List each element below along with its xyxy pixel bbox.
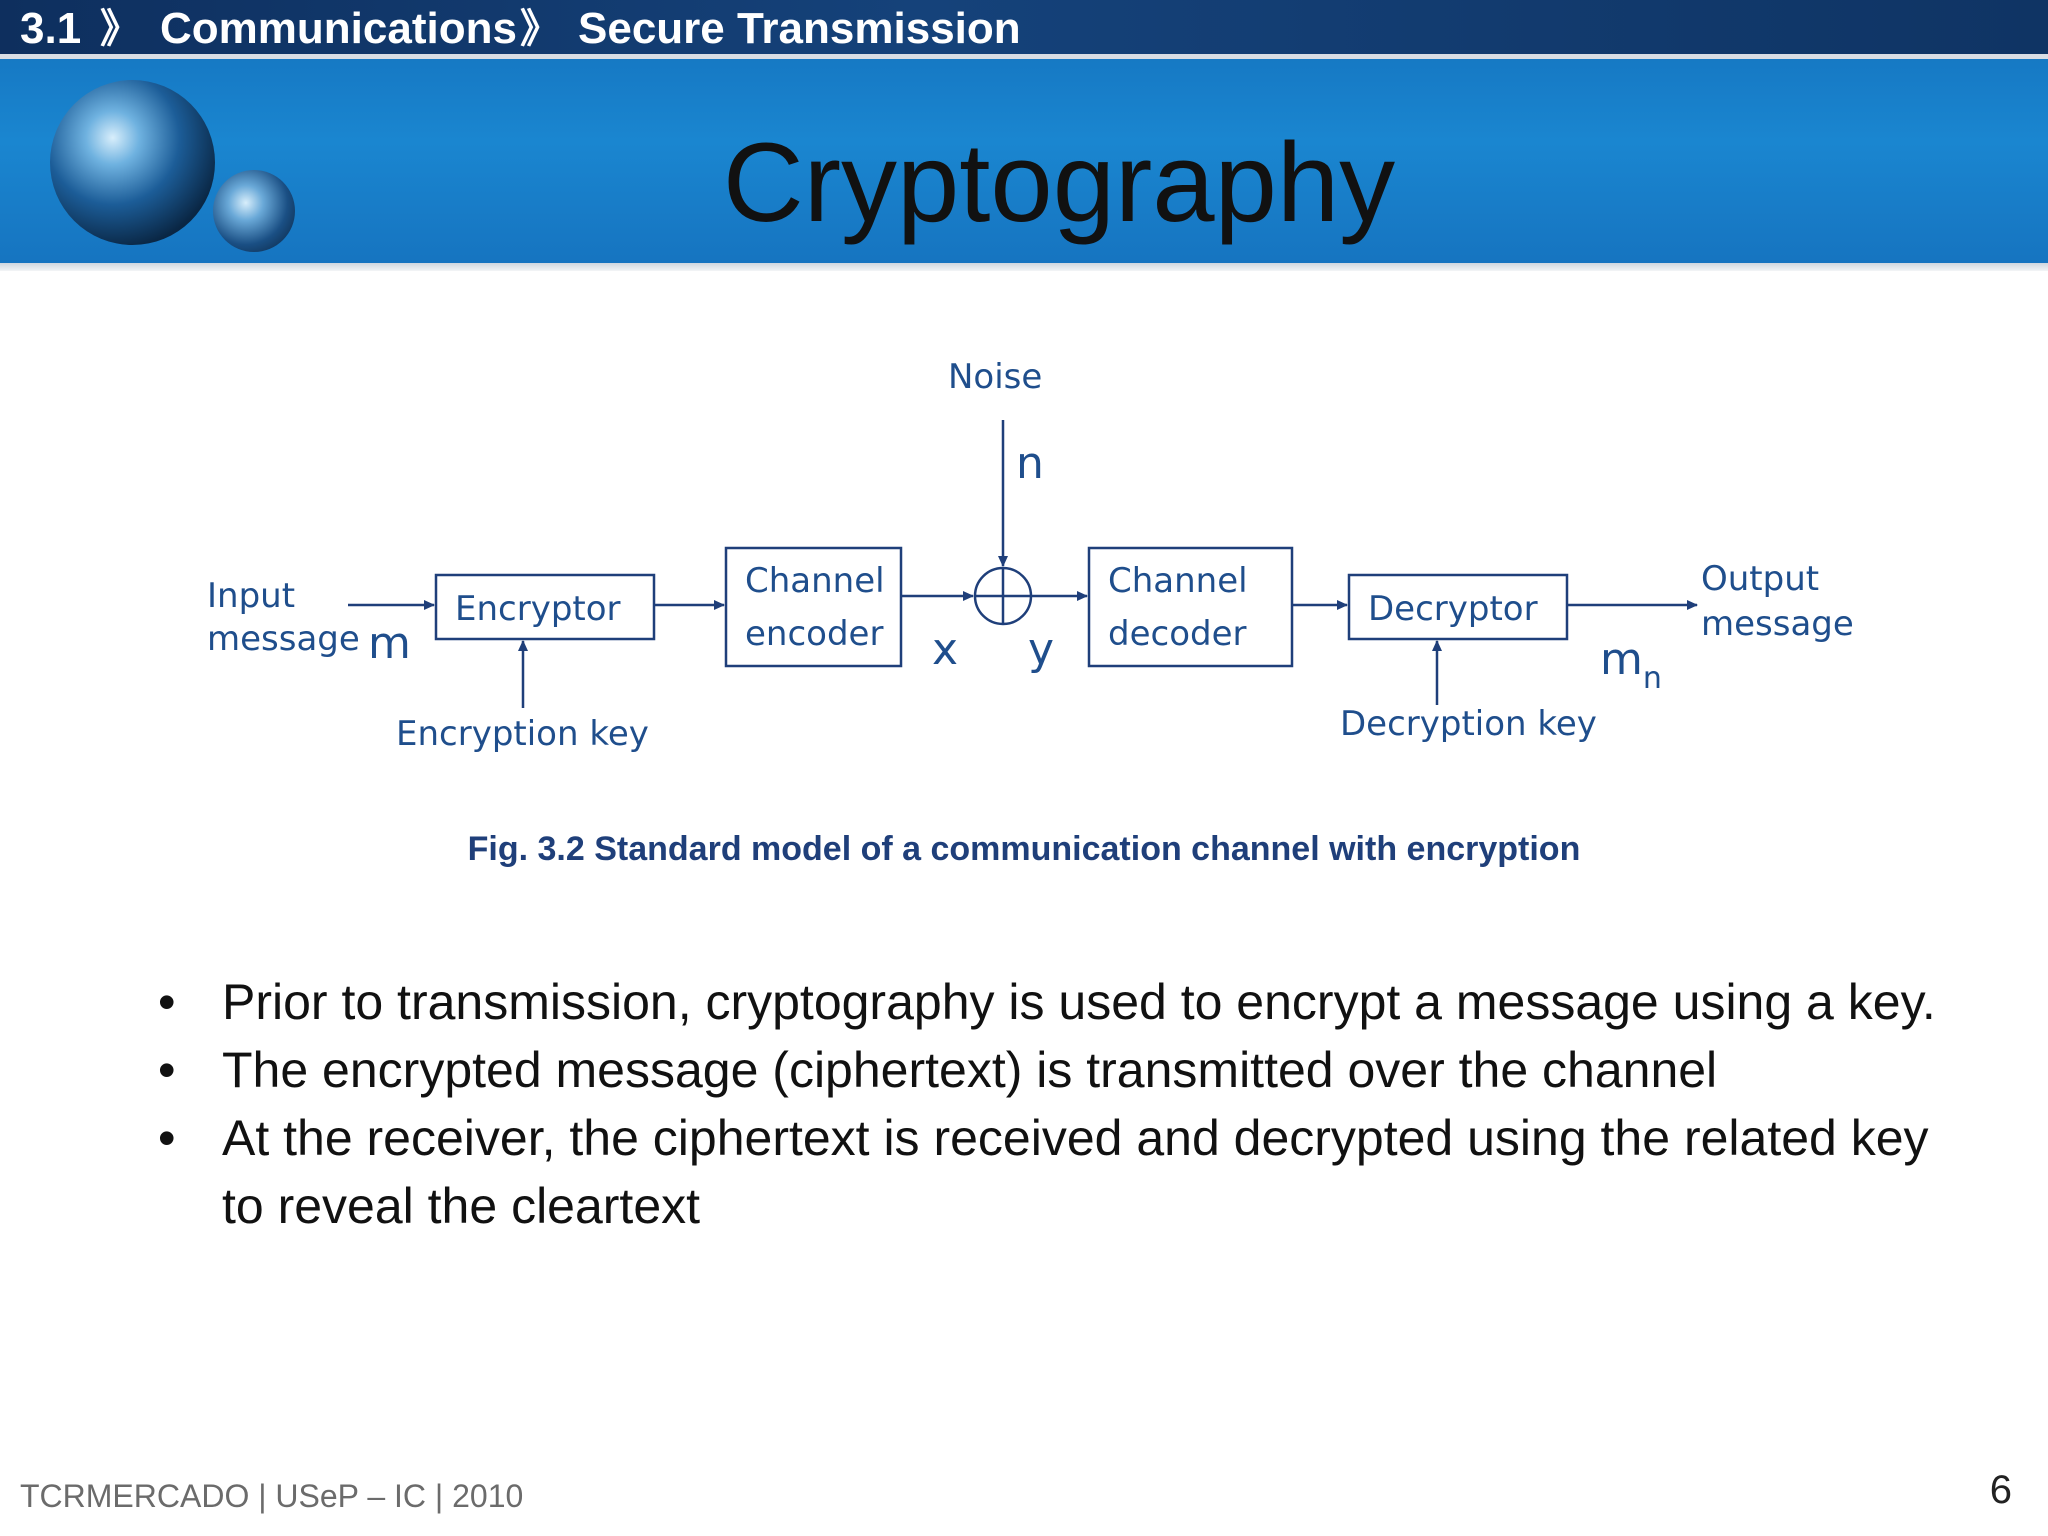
encryption-key-label: Encryption key	[396, 714, 649, 754]
channel-decoder-label-line2: decoder	[1108, 614, 1246, 654]
list-item: The encrypted message (ciphertext) is tr…	[150, 1036, 1950, 1104]
figure-caption: Fig. 3.2 Standard model of a communicati…	[467, 830, 1581, 868]
channel-encoder-label-line1: Channel	[745, 561, 885, 601]
breadcrumb-item-secure-transmission: Secure Transmission	[578, 4, 1021, 53]
x-symbol: x	[932, 624, 958, 675]
logo-orb-small	[213, 170, 295, 252]
divider	[0, 54, 2048, 59]
breadcrumb-item-communications: Communications	[160, 4, 517, 53]
input-symbol: m	[368, 618, 411, 669]
breadcrumb-section: 3.1	[20, 4, 82, 53]
title-band	[0, 59, 2048, 265]
bullet-list: Prior to transmission, cryptography is u…	[150, 968, 1950, 1240]
decryption-key-label: Decryption key	[1340, 704, 1597, 744]
page-title: Cryptography	[722, 120, 1396, 245]
breadcrumb-bar	[0, 0, 2048, 56]
encryptor-box	[434, 573, 656, 641]
list-item: At the receiver, the ciphertext is recei…	[150, 1104, 1950, 1240]
decryptor-label: Decryptor	[1368, 589, 1538, 629]
channel-diagram: Noise n Input message m Encryptor Encryp…	[207, 357, 1854, 754]
input-label-line2: message	[207, 619, 360, 659]
output-label-line2: message	[1701, 604, 1854, 644]
logo-orb-large	[50, 80, 215, 245]
input-label-line1: Input	[207, 576, 295, 616]
y-symbol: y	[1028, 624, 1054, 675]
decryptor-box	[1347, 573, 1569, 641]
output-label-line1: Output	[1701, 559, 1819, 599]
breadcrumb-separator: 》	[520, 7, 560, 51]
page-number: 6	[1989, 1468, 2012, 1512]
output-symbol-base: m	[1600, 634, 1643, 685]
divider	[0, 263, 2048, 271]
channel-encoder-label-line2: encoder	[745, 614, 883, 654]
channel-decoder-box	[1087, 546, 1294, 668]
breadcrumb-separator: 》	[100, 7, 140, 51]
output-symbol: mn	[1600, 634, 1662, 696]
noise-label: Noise	[948, 357, 1042, 397]
list-item: Prior to transmission, cryptography is u…	[150, 968, 1950, 1036]
footer-text: TCRMERCADO | USeP – IC | 2010	[20, 1478, 524, 1514]
channel-encoder-box	[724, 546, 903, 668]
noise-symbol: n	[1016, 438, 1044, 489]
output-symbol-subscript: n	[1643, 661, 1662, 696]
channel-decoder-label-line1: Channel	[1108, 561, 1248, 601]
encryptor-label: Encryptor	[455, 589, 621, 629]
